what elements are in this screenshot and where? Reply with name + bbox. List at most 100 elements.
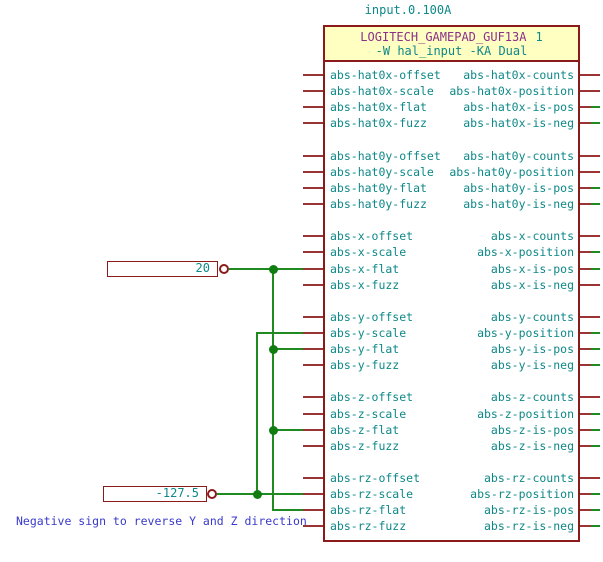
net-label-value: -127.5 xyxy=(155,486,199,500)
pin-stub-left xyxy=(303,74,323,76)
wire-to-abs-y-scale xyxy=(256,332,303,334)
net-label-bubble xyxy=(207,489,217,499)
pin-stub-right xyxy=(580,106,591,108)
symbol-title-line: LOGITECH_GAMEPAD_GUF13A 1 xyxy=(325,27,578,44)
pin-stub-left xyxy=(303,525,323,527)
pin-name-left: abs-z-offset xyxy=(330,390,414,404)
pin-name-right: abs-rz-counts xyxy=(483,471,574,485)
wire-stub-right xyxy=(591,187,600,189)
pin-stub-right xyxy=(580,332,591,334)
net-label-flat-value: 20 xyxy=(107,261,218,277)
pin-stub-left xyxy=(303,203,323,205)
wire-minus127-vertical xyxy=(256,332,258,495)
pin-name-right: abs-rz-is-neg xyxy=(483,519,574,533)
pin-stub-left xyxy=(303,268,323,270)
symbol-name: LOGITECH_GAMEPAD_GUF13A xyxy=(360,30,527,44)
pin-stub-left xyxy=(303,348,323,350)
pin-stub-right xyxy=(580,413,591,415)
pin-stub-left xyxy=(303,364,323,366)
pin-stub-left xyxy=(303,332,323,334)
pin-stub-left xyxy=(303,429,323,431)
pin-stub-right xyxy=(580,364,591,366)
wire-20-to-abs-x-flat xyxy=(229,268,303,270)
pin-stub-right xyxy=(580,155,600,157)
pin-name-left: abs-hat0x-offset xyxy=(330,68,441,82)
pin-name-left: abs-hat0x-fuzz xyxy=(330,116,427,130)
pin-stub-right xyxy=(580,525,591,527)
pin-name-right: abs-y-is-neg xyxy=(490,358,574,372)
pin-stub-right xyxy=(580,429,591,431)
pin-name-left: abs-x-scale xyxy=(330,245,407,259)
wire-20-vertical xyxy=(272,268,274,511)
pin-stub-right xyxy=(580,268,591,270)
pin-stub-left xyxy=(303,445,323,447)
wire-stub-right xyxy=(591,348,600,350)
pin-stub-right xyxy=(580,235,600,237)
pin-name-right: abs-z-is-pos xyxy=(490,423,574,437)
wire-stub-right xyxy=(591,509,600,511)
junction-dot xyxy=(269,265,278,274)
pin-stub-left xyxy=(303,235,323,237)
pin-stub-left xyxy=(303,284,323,286)
net-label-value: 20 xyxy=(195,261,210,275)
pin-stub-right xyxy=(580,122,591,124)
symbol-subtitle: -W hal_input -KA Dual xyxy=(375,44,528,58)
junction-dot xyxy=(253,490,262,499)
symbol-body: LOGITECH_GAMEPAD_GUF13A 1 -W hal_input -K… xyxy=(323,25,580,542)
pin-name-right: abs-hat0x-is-pos xyxy=(463,100,574,114)
pin-name-left: abs-z-scale xyxy=(330,407,407,421)
pin-stub-right xyxy=(580,203,591,205)
wire-to-abs-z-flat xyxy=(272,429,303,431)
pin-name-left: abs-y-scale xyxy=(330,326,407,340)
pin-stub-right xyxy=(580,493,591,495)
pin-stub-right xyxy=(580,171,600,173)
pin-name-right: abs-hat0y-is-pos xyxy=(463,181,574,195)
pin-name-left: abs-y-offset xyxy=(330,310,414,324)
pin-name-right: abs-hat0x-position xyxy=(449,84,574,98)
wire-stub-right xyxy=(591,525,600,527)
pin-stub-left xyxy=(303,509,323,511)
pin-name-right: abs-x-counts xyxy=(490,229,574,243)
pin-name-right: abs-x-position xyxy=(477,245,574,259)
pin-name-left: abs-y-flat xyxy=(330,342,400,356)
pin-name-left: abs-x-offset xyxy=(330,229,414,243)
pin-stub-left xyxy=(303,493,323,495)
pin-name-left: abs-hat0y-offset xyxy=(330,149,441,163)
pin-name-right: abs-hat0y-counts xyxy=(463,149,574,163)
pin-name-left: abs-rz-flat xyxy=(330,503,407,517)
pin-stub-right xyxy=(580,284,600,286)
net-label-bubble xyxy=(219,264,229,274)
pin-stub-right xyxy=(580,445,591,447)
pin-stub-right xyxy=(580,348,591,350)
symbol-unit: 1 xyxy=(535,30,543,44)
pin-stub-left xyxy=(303,477,323,479)
pin-name-right: abs-z-is-neg xyxy=(490,439,574,453)
sheet-reference: input.0.100A xyxy=(364,3,452,17)
pin-name-left: abs-hat0x-flat xyxy=(330,100,427,114)
pin-stub-right xyxy=(580,90,600,92)
junction-dot xyxy=(269,426,278,435)
pin-name-right: abs-hat0x-is-neg xyxy=(463,116,574,130)
wire-stub-right xyxy=(591,251,600,253)
wire-stub-right xyxy=(591,203,600,205)
annotation-note: Negative sign to reverse Y and Z directi… xyxy=(16,514,307,528)
wire-stub-right xyxy=(591,493,600,495)
pin-name-right: abs-rz-position xyxy=(470,487,574,501)
pin-stub-right xyxy=(580,396,600,398)
pin-stub-left xyxy=(303,122,323,124)
pin-stub-left xyxy=(303,187,323,189)
pin-name-left: abs-x-fuzz xyxy=(330,278,400,292)
pin-stub-right xyxy=(580,316,600,318)
pin-name-right: abs-rz-is-pos xyxy=(483,503,574,517)
pin-name-right: abs-hat0y-position xyxy=(449,165,574,179)
symbol-header: LOGITECH_GAMEPAD_GUF13A 1 -W hal_input -K… xyxy=(325,27,578,62)
pin-stub-left xyxy=(303,413,323,415)
wire-to-abs-y-flat xyxy=(272,348,303,350)
pin-name-right: abs-x-is-neg xyxy=(490,278,574,292)
pin-stub-left xyxy=(303,316,323,318)
pin-stub-left xyxy=(303,155,323,157)
pin-name-right: abs-y-is-pos xyxy=(490,342,574,356)
pin-name-left: abs-hat0y-flat xyxy=(330,181,427,195)
junction-dot xyxy=(269,345,278,354)
